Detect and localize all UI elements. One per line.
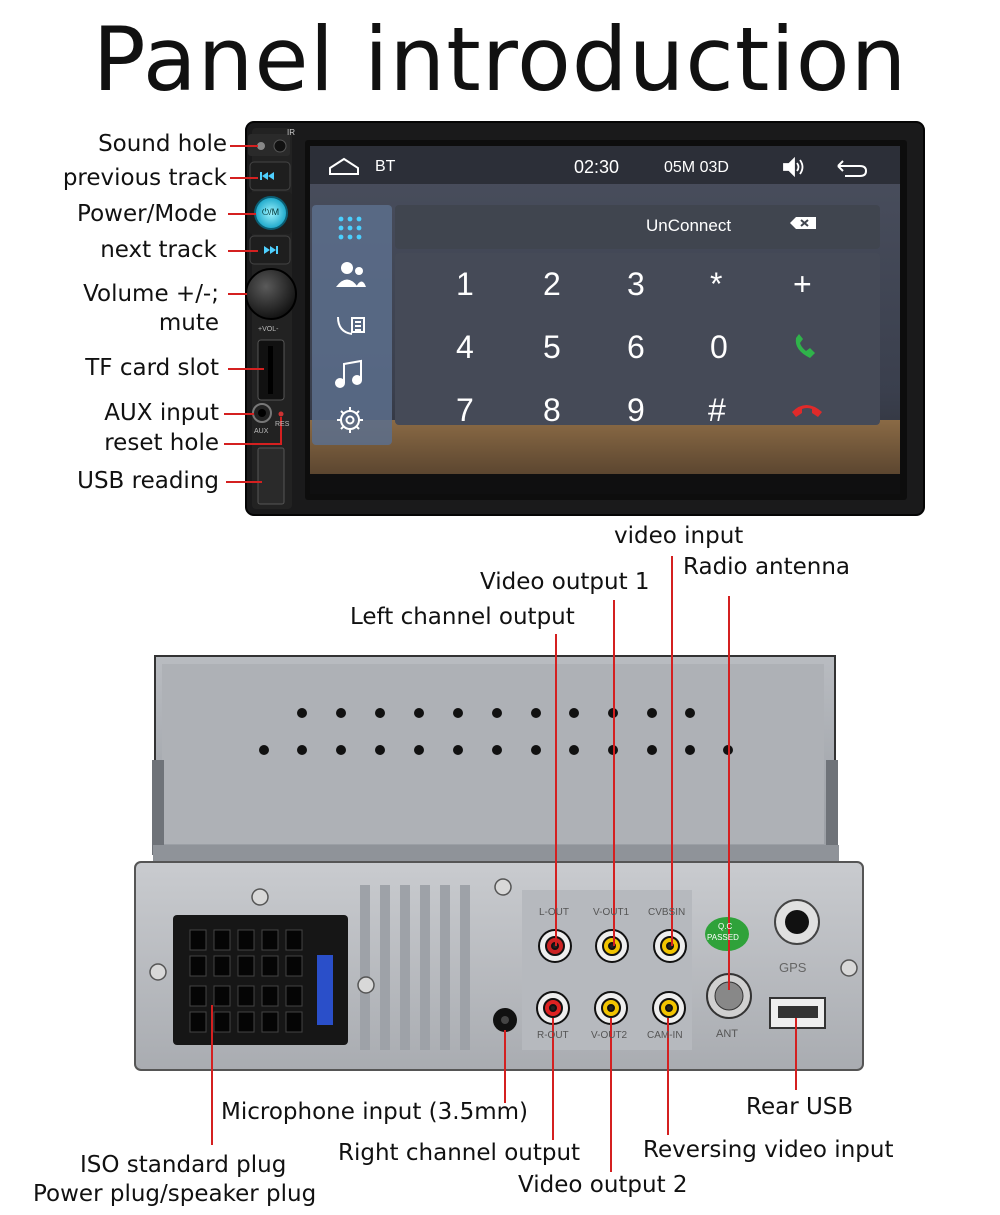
key-3[interactable]: 3 bbox=[627, 266, 645, 302]
key-hash[interactable]: # bbox=[708, 392, 726, 428]
ir-marking: IR bbox=[287, 128, 295, 137]
reset-hole[interactable] bbox=[278, 411, 284, 417]
gps-marking: GPS bbox=[779, 960, 807, 975]
label-iso-plug: ISO standard plug bbox=[80, 1152, 287, 1178]
aux-marking: AUX bbox=[254, 428, 269, 435]
contacts-icon[interactable] bbox=[336, 262, 366, 287]
label-sound-hole: Sound hole bbox=[98, 131, 227, 157]
label-microphone-input: Microphone input (3.5mm) bbox=[221, 1099, 528, 1125]
key-8[interactable]: 8 bbox=[543, 392, 561, 428]
label-video-output-2: Video output 2 bbox=[518, 1172, 688, 1198]
label-left-channel-output: Left channel output bbox=[350, 604, 575, 630]
label-right-channel-output: Right channel output bbox=[338, 1140, 581, 1166]
page-title: Panel introduction bbox=[92, 8, 908, 111]
head-unit-front bbox=[245, 121, 925, 516]
l-out-marking: L-OUT bbox=[539, 907, 569, 918]
status-bar bbox=[395, 205, 880, 249]
volume-icon[interactable] bbox=[783, 156, 804, 178]
key-star[interactable]: * bbox=[710, 266, 723, 302]
cam-in-marking: CAM-IN bbox=[647, 1030, 683, 1041]
grid-icon[interactable] bbox=[338, 216, 362, 240]
v-out2-marking: V-OUT2 bbox=[591, 1030, 628, 1041]
label-video-input: video input bbox=[614, 523, 744, 549]
key-1[interactable]: 1 bbox=[456, 266, 474, 302]
label-power-mode: Power/Mode bbox=[77, 201, 217, 227]
call-answer-icon[interactable] bbox=[795, 334, 815, 358]
label-power-speaker-plug: Power plug/speaker plug bbox=[33, 1181, 317, 1207]
res-marking: RES bbox=[275, 421, 290, 428]
power-marking: ⏻/M bbox=[262, 207, 280, 217]
cvbsin-marking: CVBSIN bbox=[648, 907, 686, 918]
label-reversing-video-input: Reversing video input bbox=[643, 1137, 894, 1163]
front-leader-lines bbox=[224, 145, 282, 483]
usb-port-front[interactable] bbox=[257, 447, 285, 505]
rear-leader-lines bbox=[211, 556, 797, 1172]
v-out1-marking: V-OUT1 bbox=[593, 907, 630, 918]
previous-icon bbox=[260, 172, 274, 180]
home-icon[interactable] bbox=[329, 157, 359, 175]
head-unit-rear bbox=[134, 655, 864, 1071]
vol-marking: +VOL- bbox=[258, 326, 279, 333]
key-5[interactable]: 5 bbox=[543, 329, 561, 365]
key-6[interactable]: 6 bbox=[627, 329, 645, 365]
ant-marking: ANT bbox=[716, 1028, 738, 1040]
next-icon bbox=[264, 246, 278, 254]
label-radio-antenna: Radio antenna bbox=[683, 554, 851, 580]
date: 05M 03D bbox=[664, 159, 729, 176]
backspace-icon[interactable] bbox=[790, 217, 816, 229]
key-4[interactable]: 4 bbox=[456, 329, 474, 365]
call-hangup-icon[interactable] bbox=[792, 405, 822, 417]
label-aux-input: AUX input bbox=[104, 400, 219, 426]
key-9[interactable]: 9 bbox=[627, 392, 645, 428]
call-log-icon[interactable] bbox=[337, 316, 365, 335]
label-rear-usb: Rear USB bbox=[746, 1094, 854, 1120]
label-volume: Volume +/-; bbox=[83, 281, 219, 307]
qc-marking-2: PASSED bbox=[707, 933, 739, 942]
volume-knob[interactable] bbox=[245, 268, 297, 320]
key-2[interactable]: 2 bbox=[543, 266, 561, 302]
key-7[interactable]: 7 bbox=[456, 392, 474, 428]
back-icon[interactable] bbox=[837, 160, 868, 177]
qc-marking-1: Q.C bbox=[718, 922, 733, 931]
music-icon[interactable] bbox=[335, 359, 362, 388]
label-reset-hole: reset hole bbox=[104, 430, 219, 456]
keypad-area bbox=[395, 253, 880, 425]
sound-hole bbox=[257, 142, 265, 150]
label-next-track: next track bbox=[100, 237, 217, 263]
clock: 02:30 bbox=[574, 157, 620, 177]
label-tf-card: TF card slot bbox=[85, 355, 219, 381]
label-video-output-1: Video output 1 bbox=[480, 569, 650, 595]
settings-icon[interactable] bbox=[337, 407, 363, 433]
label-mute: mute bbox=[158, 310, 219, 336]
key-plus[interactable]: + bbox=[793, 266, 812, 302]
r-out-marking: R-OUT bbox=[537, 1030, 569, 1041]
label-usb-reading: USB reading bbox=[77, 468, 219, 494]
ir-receiver bbox=[273, 139, 287, 153]
label-previous-track: previous track bbox=[62, 165, 227, 191]
key-0[interactable]: 0 bbox=[710, 329, 728, 365]
bt-label: BT bbox=[375, 158, 396, 175]
connection-status: UnConnect bbox=[646, 216, 732, 235]
